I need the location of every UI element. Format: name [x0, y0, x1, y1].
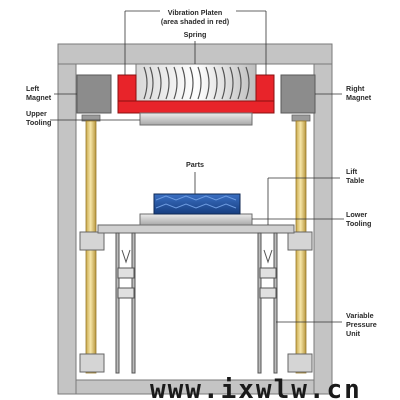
label-variable-pressure-3: Unit — [346, 329, 361, 338]
label-upper-tooling-1: Upper — [26, 109, 47, 118]
upper-tooling — [139, 112, 253, 126]
label-vibration-platen: Vibration Platen — [168, 8, 223, 17]
callout-lines — [50, 10, 344, 323]
left-magnet — [76, 74, 112, 114]
vibration-platen — [117, 74, 275, 114]
guide-columns — [79, 114, 313, 374]
label-left-magnet-2: Magnet — [26, 93, 52, 102]
parts — [153, 193, 241, 215]
lift-table — [97, 224, 295, 234]
spring — [135, 63, 257, 103]
label-vibration-platen-note: (area shaded in red) — [161, 17, 230, 26]
label-variable-pressure-2: Pressure — [346, 320, 377, 329]
frame-base — [75, 379, 315, 395]
label-left-magnet-1: Left — [26, 84, 40, 93]
label-lift-table-2: Table — [346, 176, 364, 185]
machine-frame — [57, 43, 333, 395]
frame-left-post — [57, 63, 77, 395]
label-right-magnet-1: Right — [346, 84, 365, 93]
label-spring: Spring — [184, 30, 207, 39]
label-lower-tooling-2: Tooling — [346, 219, 371, 228]
label-parts: Parts — [186, 160, 204, 169]
label-upper-tooling-2: Tooling — [26, 118, 51, 127]
watermark: www.ixwlw.cn — [150, 375, 362, 400]
label-variable-pressure-1: Variable — [346, 311, 374, 320]
variable-pressure-unit-left — [115, 232, 136, 374]
label-lower-tooling-1: Lower — [346, 210, 367, 219]
label-lift-table-1: Lift — [346, 167, 358, 176]
frame-right-post — [313, 63, 333, 395]
label-right-magnet-2: Magnet — [346, 93, 372, 102]
right-magnet — [280, 74, 316, 114]
lower-tooling — [139, 213, 253, 226]
variable-pressure-unit-right — [257, 232, 278, 374]
